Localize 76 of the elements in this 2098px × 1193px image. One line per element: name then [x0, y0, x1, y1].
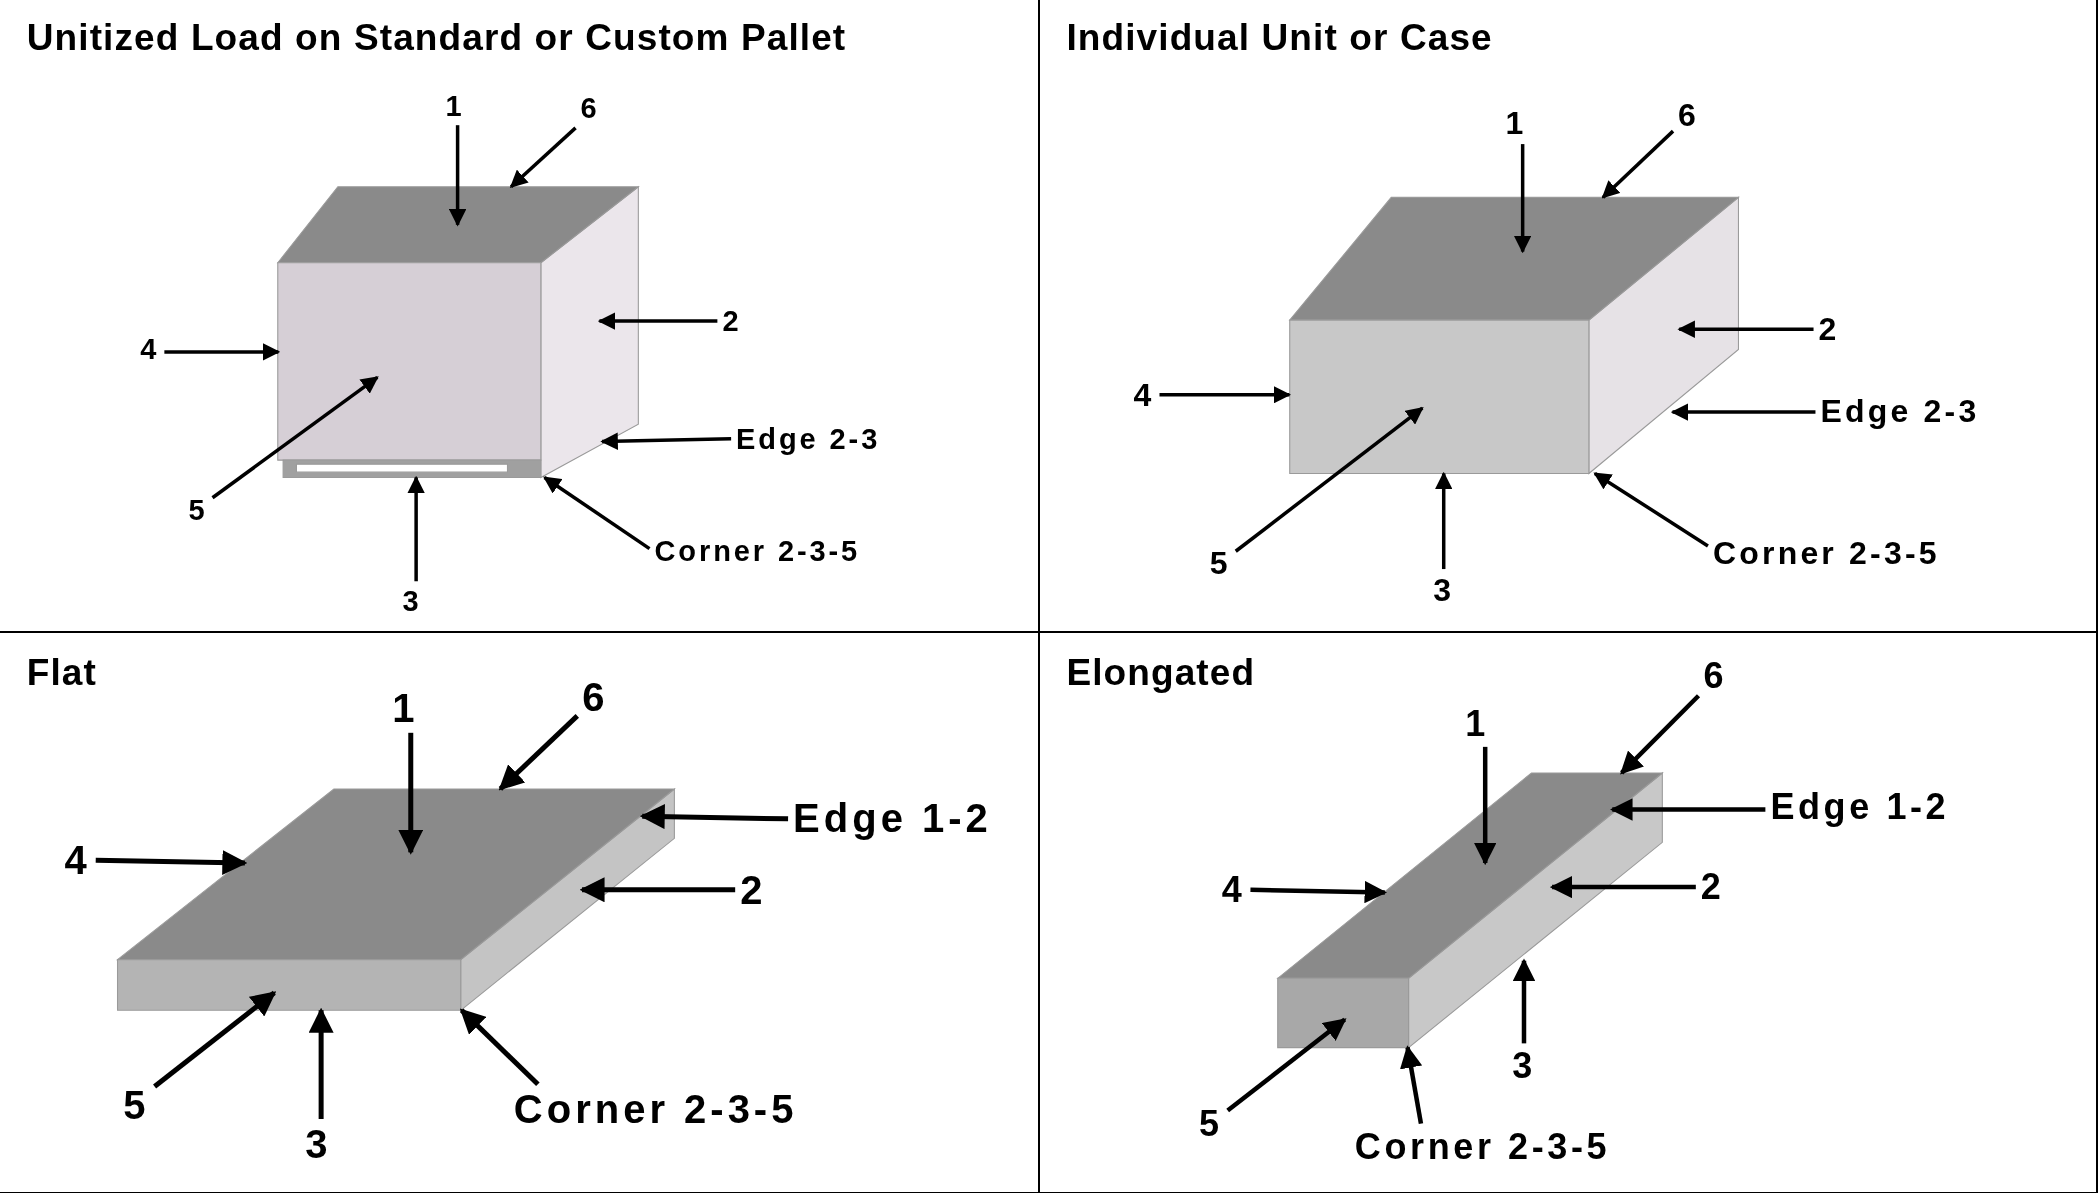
flat-slab-drawing [115, 787, 676, 1012]
panel [1039, 0, 2098, 633]
arrow [1610, 798, 1766, 821]
arrow [211, 375, 379, 500]
callout-label: 2 [740, 869, 767, 910]
elongated-bar-drawing [1275, 771, 1664, 1049]
arrow [639, 804, 789, 830]
callout-label: 5 [1209, 547, 1231, 580]
callout-label: 3 [402, 586, 422, 616]
callout-label: 5 [1199, 1105, 1223, 1142]
arrow [407, 475, 425, 582]
panel [0, 0, 1040, 633]
callout-label: 5 [188, 495, 208, 525]
callout-label: 3 [305, 1124, 332, 1164]
callout-label: 6 [580, 93, 600, 123]
arrow [1226, 1017, 1347, 1113]
panel [1039, 632, 2098, 1193]
panel-title: Unitized Load on Standard or Custom Pallet [26, 18, 847, 56]
arrow [448, 125, 467, 227]
arrow [1593, 472, 1709, 548]
arrow [164, 343, 281, 361]
callout-label: 2 [722, 306, 742, 336]
arrow [600, 432, 732, 450]
arrow [1400, 1045, 1424, 1125]
callout-label: 3 [1512, 1048, 1536, 1085]
panel-title: Elongated [1066, 654, 1256, 692]
callout-label: Corner 2-3-5 [1354, 1128, 1611, 1165]
arrow [498, 714, 579, 791]
callout-label: 1 [1465, 705, 1489, 742]
case-drawing [1288, 196, 1740, 475]
callout-label: 4 [140, 334, 160, 364]
arrow [1234, 406, 1424, 553]
callout-label: 1 [445, 91, 465, 121]
arrow [398, 732, 424, 855]
callout-label: Edge 2-3 [736, 424, 881, 454]
pallet-load-drawing [276, 185, 640, 479]
callout-label: 2 [1700, 869, 1725, 906]
callout-label: 5 [123, 1085, 150, 1126]
callout-label: Corner 2-3-5 [654, 536, 861, 566]
arrow [308, 1007, 334, 1119]
arrow [579, 877, 736, 903]
callout-label: 6 [1678, 99, 1700, 132]
callout-label: 2 [1818, 313, 1840, 346]
panel-title: Flat [26, 654, 97, 692]
callout-label: 4 [1221, 871, 1246, 908]
arrow [1250, 880, 1388, 904]
callout-label: Edge 1-2 [793, 797, 992, 838]
arrow [509, 126, 577, 189]
arrow [1620, 694, 1701, 775]
callout-label: Corner 2-3-5 [1712, 536, 1940, 569]
arrow [1601, 129, 1675, 199]
callout-label: 1 [392, 687, 419, 728]
callout-label: 4 [1133, 378, 1155, 411]
arrow [1677, 320, 1814, 338]
arrow [1159, 385, 1292, 404]
callout-label: Edge 2-3 [1820, 394, 1980, 427]
arrow [153, 990, 277, 1089]
callout-label: 6 [1703, 657, 1728, 694]
arrow [1473, 746, 1497, 866]
arrow [1513, 144, 1532, 254]
panel [0, 632, 1040, 1193]
arrow [597, 312, 718, 330]
arrow [1434, 471, 1453, 570]
callout-label: 6 [582, 677, 609, 718]
callout-label: 4 [64, 840, 91, 881]
callout-label: Edge 1-2 [1770, 788, 1950, 825]
arrow [543, 476, 651, 551]
callout-label: Corner 2-3-5 [513, 1089, 798, 1130]
callout-label: 3 [1433, 574, 1455, 607]
arrow [95, 850, 248, 876]
arrow [1670, 403, 1816, 421]
callout-label: 1 [1505, 107, 1527, 140]
arrow [1549, 875, 1696, 899]
arrow [1512, 958, 1536, 1044]
panel-title: Individual Unit or Case [1066, 18, 1493, 56]
arrow [459, 1008, 540, 1086]
